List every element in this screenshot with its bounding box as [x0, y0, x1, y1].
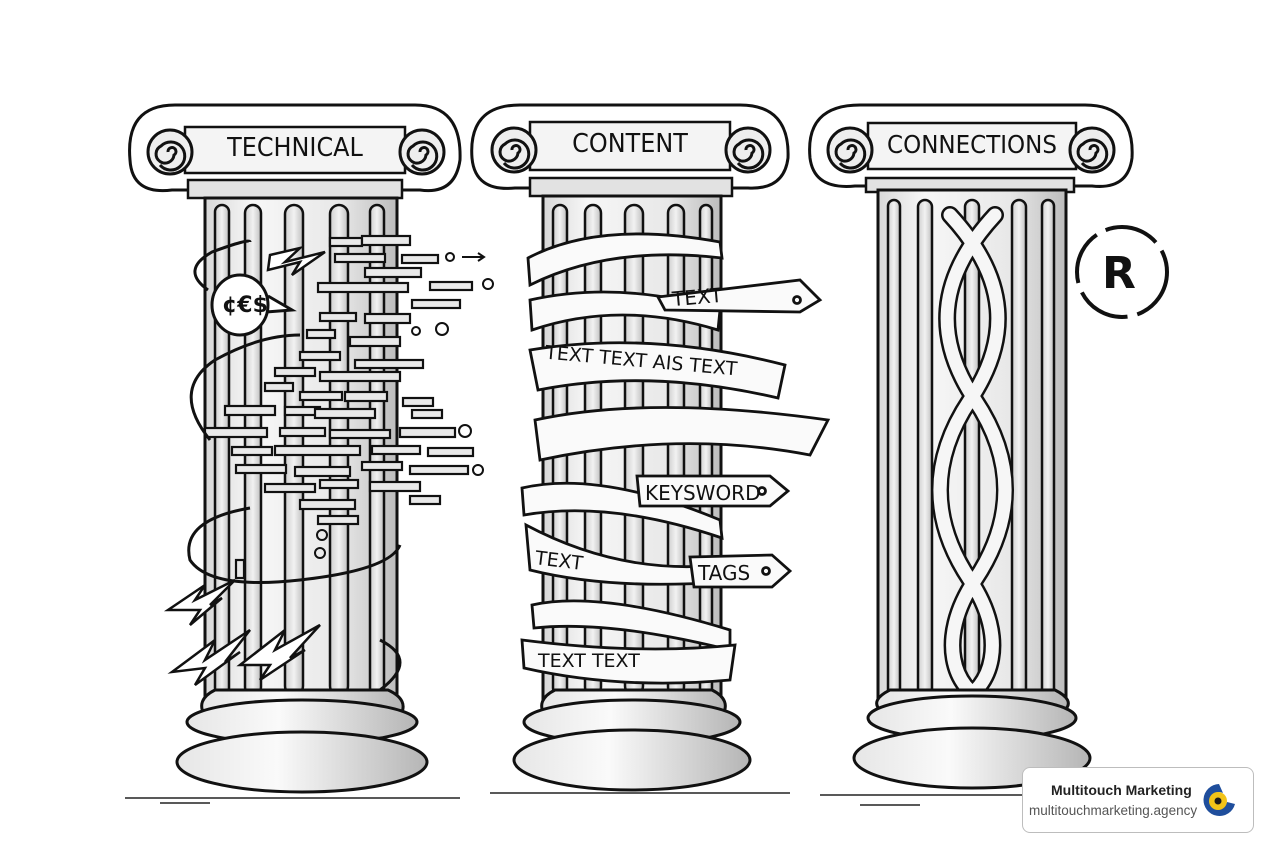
brand-watermark-card[interactable]: Multitouch Marketing multitouchmarketing… — [1022, 767, 1254, 833]
pillar-content — [470, 103, 831, 792]
brand-logo-icon — [1203, 784, 1235, 816]
sign-text: TEXT — [671, 282, 724, 312]
ground-lines — [125, 792, 1040, 806]
registered-badge — [1075, 225, 1169, 319]
pillar-label-connections: CONNECTIONS — [887, 130, 1057, 159]
sign-tags: TAGS — [698, 561, 751, 585]
crumbling-bricks — [203, 234, 475, 580]
broken-code-glyph: ¢€$ — [222, 293, 268, 318]
registered-letter: R — [1102, 248, 1136, 299]
pillar-technical — [128, 103, 494, 794]
ribbon-text-text: TEXT TEXT — [538, 650, 640, 672]
pillar-label-content: CONTENT — [572, 129, 688, 159]
pillar-label-technical: TECHNICAL — [227, 133, 363, 163]
content-signposts — [635, 278, 823, 589]
pillar-connections — [808, 103, 1169, 790]
brand-name: Multitouch Marketing — [1051, 782, 1192, 798]
sign-keysword: KEYSWORD — [645, 481, 761, 505]
lightning-bolts — [163, 245, 326, 687]
broken-code-bubble — [210, 273, 297, 337]
brand-url[interactable]: multitouchmarketing.agency — [1029, 803, 1198, 818]
